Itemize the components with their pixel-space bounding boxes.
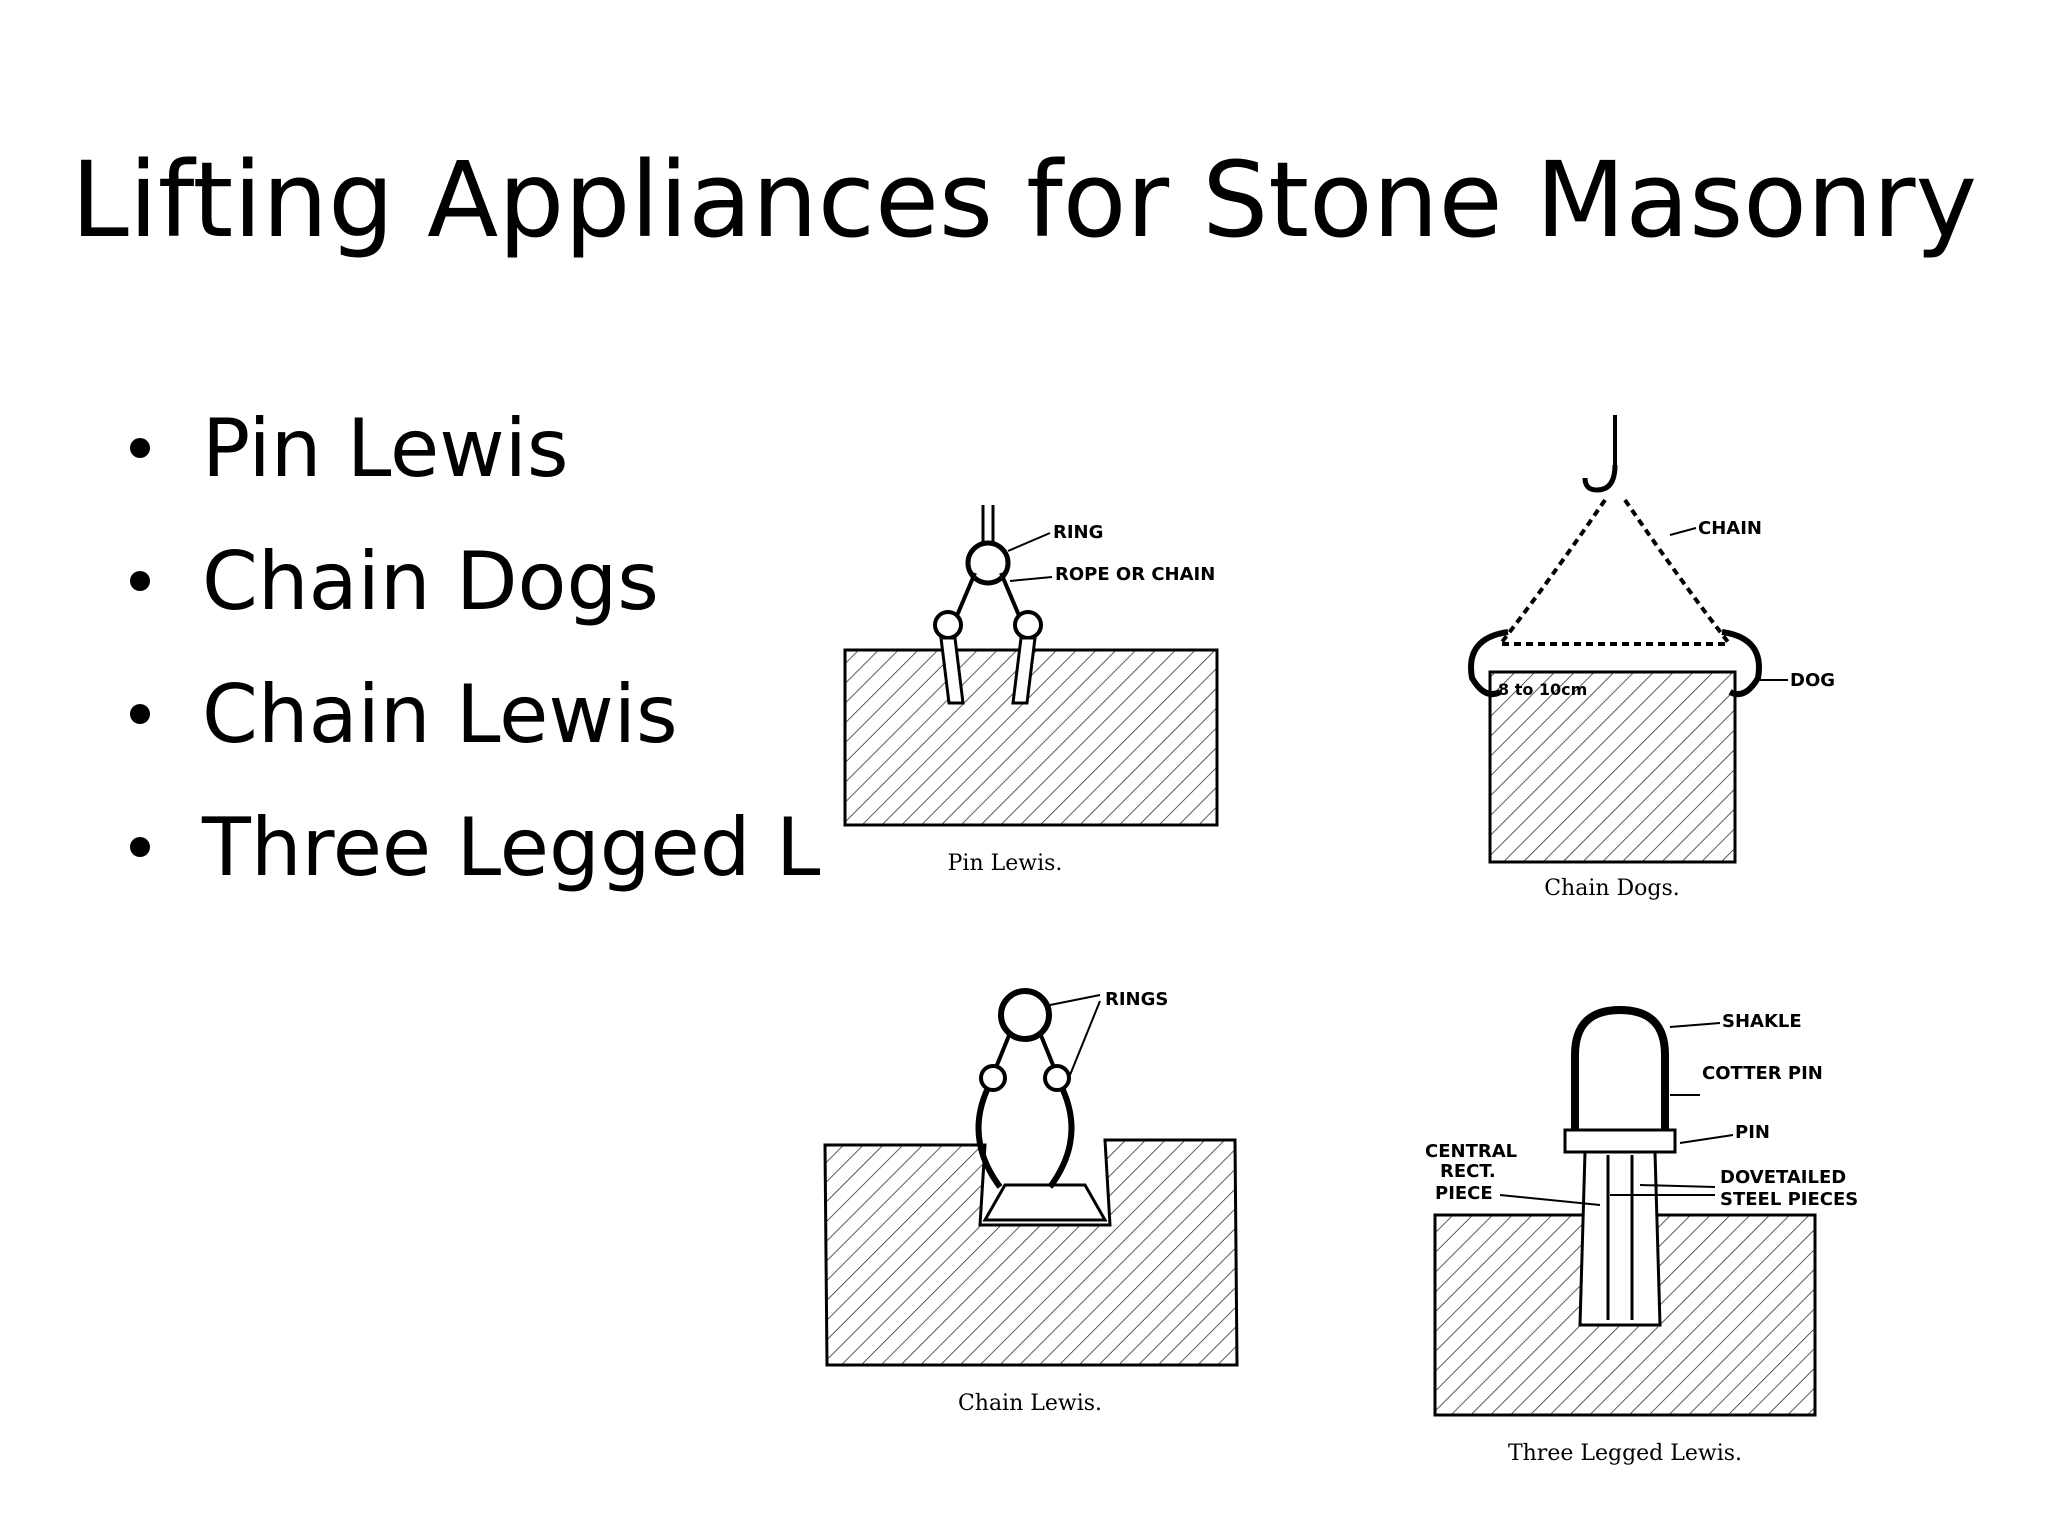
pin-lewis-figure: RING ROPE OR CHAIN Pin Lewis. [835,495,1255,880]
bullet-item: Pin Lewis [120,382,820,515]
bullet-text: Pin Lewis [202,402,569,495]
pin-lewis-ring-label: RING [1053,522,1103,543]
slide-title: Lifting Appliances for Stone Masonry [70,139,1978,261]
three-legged-lewis-diagram: SHAKLE COTTER PIN PIN CENTRAL RECT. PIEC… [1425,1005,1858,1466]
chain-lewis-diagram: RINGS Chain Lewis. [823,988,1239,1416]
pin-lewis-diagram: RING ROPE OR CHAIN Pin Lewis. [843,505,1219,876]
three-legged-dovetailed-label-2: STEEL PIECES [1720,1189,1858,1210]
bullet-dot-icon [130,704,150,724]
bullet-text: Chain Lewis [202,668,678,761]
chain-dogs-dog-label: DOG [1790,670,1835,691]
three-legged-dovetailed-label-1: DOVETAILED [1720,1167,1846,1188]
chain-dogs-caption: Chain Dogs. [1544,876,1680,900]
pin-lewis-caption: Pin Lewis. [948,851,1063,876]
bullet-item: Chain Lewis [120,648,820,781]
chain-dogs-chain-label: CHAIN [1698,518,1762,539]
bullet-dot-icon [130,837,150,857]
bullet-text: Chain Dogs [202,535,659,628]
three-legged-central-label-2: RECT. [1440,1161,1496,1182]
bullet-text: Three Legged Le [202,801,820,894]
chain-lewis-rings-label: RINGS [1105,989,1168,1010]
three-legged-pin-label: PIN [1735,1122,1770,1143]
three-legged-lewis-caption: Three Legged Lewis. [1508,1441,1742,1466]
three-legged-cotter-label: COTTER PIN [1702,1063,1823,1084]
bullet-dot-icon [130,438,150,458]
three-legged-central-label-3: PIECE [1435,1183,1493,1204]
bullet-dot-icon [130,571,150,591]
three-legged-shakle-label: SHAKLE [1722,1011,1802,1032]
chain-dogs-diagram: CHAIN DOG 8 to 10cm Chain Dogs. [1468,415,1835,900]
chain-lewis-figure: RINGS Chain Lewis. [815,975,1255,1425]
three-legged-central-label-1: CENTRAL [1425,1141,1517,1162]
chain-dogs-figure: CHAIN DOG 8 to 10cm Chain Dogs. [1440,410,1900,900]
three-legged-lewis-figure: SHAKLE COTTER PIN PIN CENTRAL RECT. PIEC… [1415,995,1890,1475]
bullet-item: Chain Dogs [120,515,820,648]
bullet-item: Three Legged Le [120,781,820,914]
bullet-list: Pin Lewis Chain Dogs Chain Lewis Three L… [120,382,820,914]
chain-dogs-depth-label: 8 to 10cm [1498,680,1587,699]
chain-lewis-caption: Chain Lewis. [958,1391,1102,1416]
pin-lewis-rope-label: ROPE OR CHAIN [1055,564,1215,585]
